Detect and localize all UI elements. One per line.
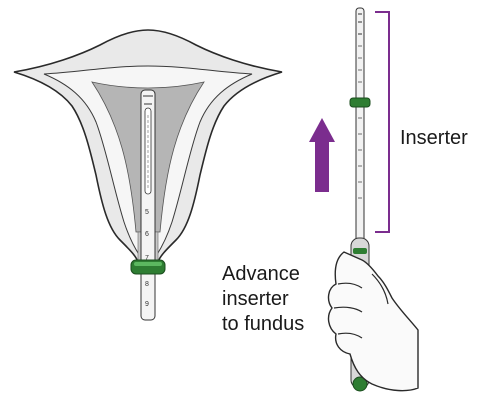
- scale-mark: 6: [145, 231, 149, 238]
- arrow-head: [309, 118, 335, 142]
- scale-mark: 5: [145, 209, 149, 216]
- inserter-label: Inserter: [400, 127, 468, 150]
- inserter-bracket: [375, 12, 389, 232]
- flange-left-highlight: [134, 262, 162, 266]
- up-arrow-icon: [309, 118, 335, 192]
- inserter-tube: [356, 8, 364, 258]
- instruction-line-2: inserter: [222, 287, 304, 312]
- scale-mark: 8: [145, 281, 149, 288]
- hand-outline: [329, 252, 418, 391]
- flange-right: [350, 98, 370, 107]
- gloved-hand-icon: [329, 252, 418, 391]
- instruction-label: Advance inserter to fundus: [222, 262, 304, 337]
- instruction-line-1: Advance: [222, 262, 304, 287]
- scale-mark: 9: [145, 301, 149, 308]
- instruction-line-3: to fundus: [222, 312, 304, 337]
- handle-green-band: [353, 248, 367, 254]
- arrow-shaft: [315, 140, 329, 192]
